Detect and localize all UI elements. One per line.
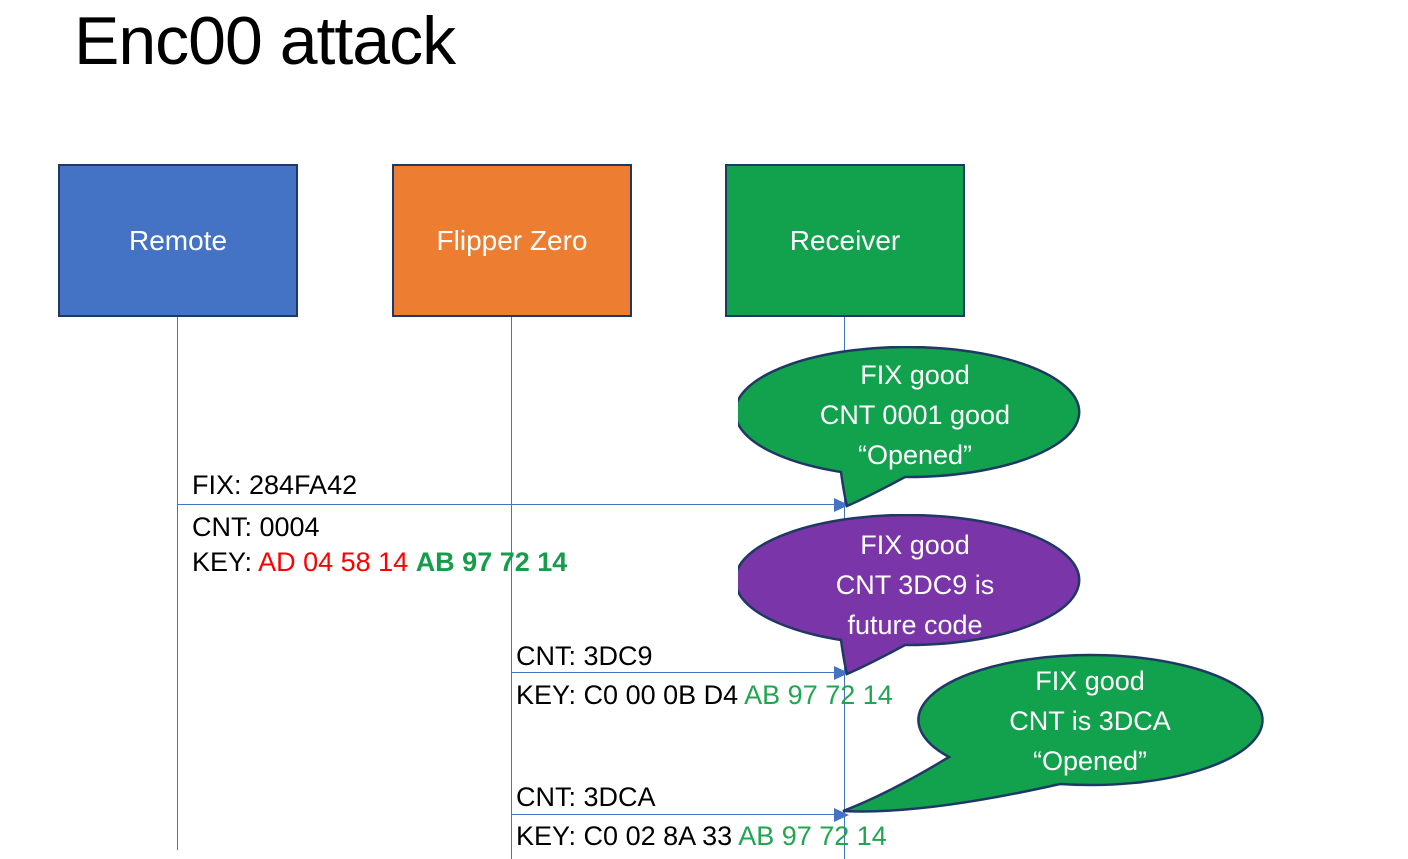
- actor-label-flipper-zero: Flipper Zero: [436, 224, 588, 256]
- actor-label-remote: Remote: [128, 224, 228, 256]
- message-1-key-prefix: KEY:: [192, 547, 259, 577]
- message-2-key-black-segment: C0 00 0B D4: [583, 680, 745, 710]
- message-arrow-1-line: [178, 504, 834, 505]
- message-1-key-green-segment: AB 97 72 14: [415, 547, 568, 577]
- lifeline-remote: [177, 317, 178, 850]
- message-3-key-label: KEY: C0 02 8A 33 AB 97 72 14: [516, 821, 887, 852]
- message-1-fix-label: FIX: 284FA42: [192, 470, 358, 500]
- bubble-3-line-1: FIX good: [1035, 666, 1145, 696]
- bubble-1-line-2: CNT 0001 good: [819, 400, 1011, 430]
- bubble-1-line-3: “Opened”: [857, 440, 973, 470]
- message-1-cnt-label: CNT: 0004: [192, 512, 320, 542]
- bubble-2-line-3: future code: [847, 610, 983, 640]
- message-2-cnt-label: CNT: 3DC9: [516, 641, 653, 671]
- message-3-cnt-label: CNT: 3DCA: [516, 782, 656, 812]
- message-2-key-green-segment: AB 97 72 14: [744, 680, 893, 710]
- speech-bubble-3-text: FIX good CNT is 3DCA “Opened”: [940, 661, 1240, 781]
- bubble-1-line-1: FIX good: [860, 360, 970, 390]
- message-arrow-3-line: [512, 814, 834, 815]
- bubble-2-line-2: CNT 3DC9 is: [835, 570, 995, 600]
- message-1-key-red-segment: AD 04 58 14: [258, 547, 416, 577]
- speech-bubble-3: [842, 653, 1264, 813]
- message-3-key-prefix: KEY:: [516, 821, 584, 851]
- message-2-key-label: KEY: C0 00 0B D4 AB 97 72 14: [516, 680, 893, 711]
- message-1-key-label: KEY: AD 04 58 14 AB 97 72 14: [192, 547, 567, 578]
- speech-bubble-1: [738, 346, 1081, 508]
- speech-bubble-2-text: FIX good CNT 3DC9 is future code: [765, 525, 1065, 645]
- actor-box-remote: Remote: [58, 164, 298, 317]
- bubble-2-line-1: FIX good: [860, 530, 970, 560]
- message-arrow-2-line: [512, 672, 834, 673]
- speech-bubble-1-text: FIX good CNT 0001 good “Opened”: [765, 355, 1065, 475]
- message-3-key-green-segment: AB 97 72 14: [738, 821, 887, 851]
- actor-box-flipper-zero: Flipper Zero: [392, 164, 632, 317]
- bubble-3-line-2: CNT is 3DCA: [1009, 706, 1171, 736]
- speech-bubble-2-shape: [738, 514, 1081, 676]
- actor-box-receiver: Receiver: [725, 164, 965, 317]
- speech-bubble-3-shape: [842, 653, 1264, 813]
- actor-label-receiver: Receiver: [789, 224, 901, 256]
- message-3-key-black-segment: C0 02 8A 33: [583, 821, 739, 851]
- message-2-key-prefix: KEY:: [516, 680, 584, 710]
- speech-bubble-1-shape: [738, 346, 1081, 508]
- speech-bubble-2: [738, 514, 1081, 676]
- page-title: Enc00 attack: [74, 3, 456, 79]
- lifeline-flipper-zero: [511, 317, 512, 859]
- bubble-3-line-3: “Opened”: [1032, 746, 1148, 776]
